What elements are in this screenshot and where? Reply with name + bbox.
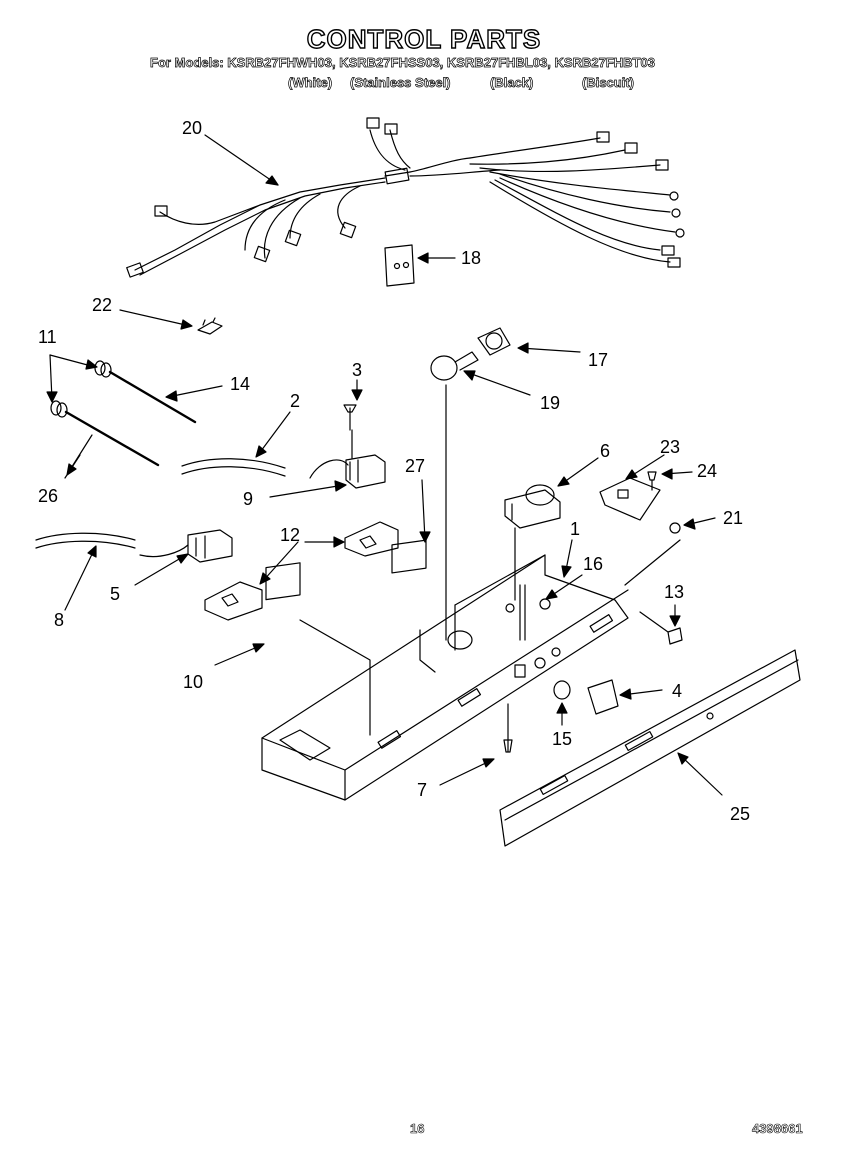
color-white: (White) — [288, 75, 333, 91]
clip — [197, 317, 223, 335]
tube-8 — [35, 532, 136, 549]
callout-7: 7 — [417, 780, 427, 800]
color-black: (Black) — [490, 75, 534, 91]
callout-13: 13 — [664, 582, 684, 602]
dispenser-board-23 — [599, 471, 681, 534]
callout-25: 25 — [730, 804, 750, 824]
callout-20: 20 — [182, 118, 202, 138]
callout-23: 23 — [660, 437, 680, 457]
sensor-capillaries — [50, 360, 197, 467]
callout-22: 22 — [92, 295, 112, 315]
component-4 — [553, 679, 619, 715]
callout-17: 17 — [588, 350, 608, 370]
callout-12: 12 — [280, 525, 300, 545]
callout-6: 6 — [600, 441, 610, 461]
callout-1: 1 — [570, 519, 580, 539]
control-housing-1 — [261, 554, 629, 801]
trim-strip-25 — [499, 649, 801, 847]
callout-27: 27 — [405, 456, 425, 476]
switch-9 — [309, 404, 386, 489]
leader-arrows — [46, 134, 723, 796]
tube-2 — [181, 458, 286, 477]
page-number: 16 — [410, 1121, 425, 1137]
callout-4: 4 — [672, 681, 682, 701]
callout-3: 3 — [352, 360, 362, 380]
callout-24: 24 — [697, 461, 717, 481]
page-title: CONTROL PARTS — [306, 23, 542, 54]
lamp-socket — [477, 327, 511, 356]
callout-8: 8 — [54, 610, 64, 630]
callout-18: 18 — [461, 248, 481, 268]
screw-7 — [503, 703, 513, 753]
callout-14: 14 — [230, 374, 250, 394]
models-line: For Models: KSRB27FHWH03, KSRB27FHSS03, … — [150, 55, 656, 71]
label-10 — [265, 562, 301, 601]
callout-19: 19 — [540, 393, 560, 413]
defrost-control-6 — [504, 484, 561, 601]
callout-5: 5 — [110, 584, 120, 604]
callout-9: 9 — [243, 489, 253, 509]
color-biscuit: (Biscuit) — [582, 75, 635, 91]
wire-harness — [126, 117, 685, 278]
callout-11: 11 — [38, 327, 57, 347]
light-bulb — [430, 351, 479, 381]
color-stainless: (Stainless Steel) — [350, 75, 451, 91]
label-27 — [391, 539, 427, 574]
document-number: 4398661 — [752, 1121, 803, 1137]
callout-26: 26 — [38, 486, 58, 506]
callout-15: 15 — [552, 729, 572, 749]
callout-2: 2 — [290, 391, 300, 411]
screw-13 — [639, 611, 683, 645]
callout-21: 21 — [723, 508, 743, 528]
callout-10: 10 — [183, 672, 203, 692]
control-boards-12 — [204, 521, 399, 621]
foam-pad — [384, 244, 415, 287]
callout-16: 16 — [583, 554, 603, 574]
assembly-lines — [351, 429, 681, 586]
